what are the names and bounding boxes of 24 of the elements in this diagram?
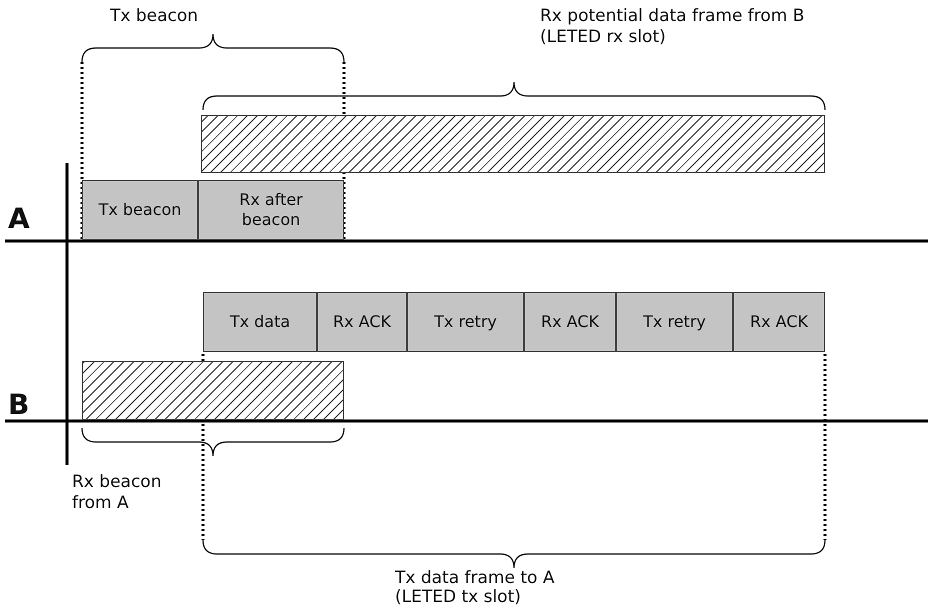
- brace-label: Tx beacon: [110, 6, 198, 27]
- slot-label: Tx data: [230, 312, 290, 332]
- station-label: A: [8, 202, 30, 236]
- slot-label: Rx ACK: [750, 312, 808, 332]
- hatched-bar: [82, 361, 344, 420]
- brace-label: Rx beacon from A: [72, 472, 162, 514]
- station-label: B: [8, 388, 30, 422]
- slot-label: Tx beacon: [98, 200, 182, 220]
- time-slot: [198, 180, 344, 240]
- slot-label: Rx after beacon: [238, 190, 304, 230]
- time-slot: [82, 180, 198, 240]
- time-slot: [524, 292, 616, 352]
- time-slot: [616, 292, 733, 352]
- slot-label: Rx ACK: [333, 312, 391, 332]
- brace-label: Rx potential data frame from B (LETED rx slot): [540, 6, 805, 48]
- slot-label: Tx retry: [434, 312, 497, 332]
- hatched-bar: [201, 115, 825, 173]
- time-slot: [407, 292, 524, 352]
- brace-label: Tx data frame to A (LETED tx slot): [395, 569, 556, 607]
- time-slot: [733, 292, 825, 352]
- time-slot: [317, 292, 407, 352]
- slot-label: Tx retry: [643, 312, 706, 332]
- time-slot: [203, 292, 317, 352]
- slot-label: Rx ACK: [541, 312, 599, 332]
